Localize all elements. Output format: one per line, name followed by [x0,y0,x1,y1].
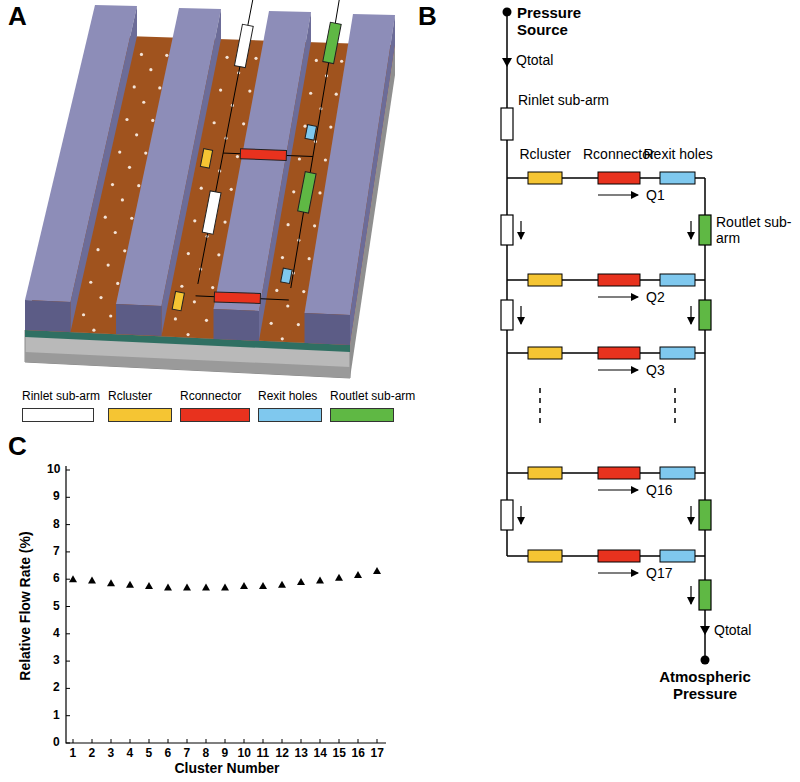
axis-title: Relative Flow Rate (%) [16,531,32,680]
tick-label: 16 [352,747,365,761]
tick-label: 3 [53,654,60,668]
device-illustration [25,0,395,378]
tick-label: 10 [47,463,60,477]
tick-label: 2 [53,681,60,695]
legend-swatch [330,408,394,422]
tick-label: 15 [333,747,346,761]
tick-label: 1 [70,747,77,761]
flow-label: Qtotal [714,622,751,638]
resistor-label: Rcluster [520,146,571,162]
node-label: Pressure Source [517,4,592,39]
flow-label: Q2 [646,289,665,305]
flow-label: Q1 [646,187,665,203]
tick-label: 12 [276,747,289,761]
tick-label: 5 [53,600,60,614]
tick-label: 9 [53,490,60,504]
resistor-label: Routlet sub-arm [716,214,792,246]
resistor-label: Rexit holes [644,146,713,162]
flow-label: Q17 [646,565,672,581]
tick-label: 14 [314,747,327,761]
scatter-chart [66,466,386,743]
tick-label: 1 [53,709,60,723]
tick-label: 11 [257,747,270,761]
tick-label: 4 [127,747,134,761]
legend-text: Rconnector [180,390,241,404]
tick-label: 17 [371,747,384,761]
panel-letter: B [418,2,437,32]
legend-text: Rinlet sub-arm [22,390,100,404]
legend-swatch [22,408,94,422]
circuit-schematic [501,8,711,665]
tick-label: 2 [89,747,96,761]
tick-label: 8 [203,747,210,761]
tick-label: 4 [53,627,60,641]
tick-label: 3 [108,747,115,761]
legend-swatch [180,408,250,422]
tick-label: 6 [165,747,172,761]
legend-swatch [258,408,322,422]
resistor-label: Rinlet sub-arm [518,92,609,108]
tick-label: 0 [53,736,60,750]
tick-label: 6 [53,572,60,586]
legend-text: Routlet sub-arm [330,390,415,404]
tick-label: 13 [295,747,308,761]
node-label: Atmospheric Pressure [650,668,760,703]
tick-label: 10 [238,747,251,761]
tick-label: 7 [184,747,191,761]
tick-label: 5 [146,747,153,761]
tick-label: 8 [53,518,60,532]
flow-label: Q3 [646,362,665,378]
panel-letter: A [8,2,27,32]
legend-text: Rcluster [108,390,152,404]
legend-text: Rexit holes [258,390,317,404]
flow-label: Q16 [646,482,672,498]
tick-label: 7 [53,545,60,559]
tick-label: 9 [222,747,229,761]
axis-title: Cluster Number [175,760,280,776]
legend-swatch [108,408,172,422]
flow-label: Qtotal [516,52,553,68]
panel-letter: C [8,432,27,462]
